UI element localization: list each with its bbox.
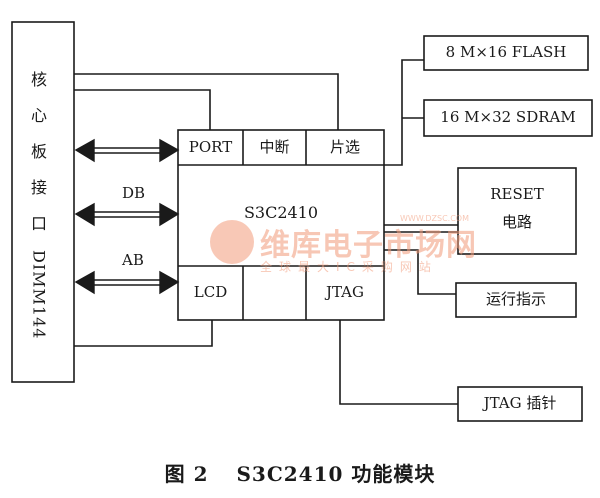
dimm-char-1: 核 [30, 70, 47, 89]
flash-box [423, 35, 589, 71]
watermark-title: 维库电子市场网 [260, 228, 477, 263]
reset-box [457, 167, 577, 255]
cpu-name: S3C2410 [243, 202, 319, 222]
cpu-interrupt-cell: 中断 [259, 137, 290, 156]
figure-title: S3C2410 功能模块 [236, 462, 436, 486]
dimm-interface-box [11, 21, 75, 383]
dimm-char-2: 心 [30, 106, 47, 125]
db-bus-label: DB [122, 184, 146, 202]
cpu-jtag-cell: JTAG [325, 283, 364, 302]
watermark-subtitle: 全球最大IC采购网站 [260, 260, 438, 274]
figure-number: 图 2 [164, 462, 209, 486]
flash-label: 8 M×16 FLASH [445, 43, 567, 62]
dimm-char-4: 接 [30, 178, 47, 197]
watermark-logo-icon [210, 220, 254, 264]
run-indicator-box [455, 282, 577, 318]
cpu-chip-select-cell: 片选 [329, 137, 360, 156]
watermark-url: WWW.DZSC.COM [400, 214, 469, 223]
cpu-lcd-cell: LCD [193, 283, 228, 302]
ab-bus-label: AB [122, 251, 144, 269]
reset-circuit-label: 电路 [501, 213, 532, 232]
figure-caption: 图 2 S3C2410 功能模块 [0, 458, 600, 487]
dimm144-label: DIMM144 [29, 250, 49, 340]
reset-label: RESET [490, 185, 544, 204]
dimm-interface-label: 核 心 板 接 口 DIMM144 [24, 66, 54, 366]
watermark: WWW.DZSC.COM 维库电子市场网 全球最大IC采购网站 [210, 214, 500, 286]
cpu-port-cell: PORT [188, 137, 233, 156]
sdram-label: 16 M×32 SDRAM [440, 108, 576, 127]
dimm-char-5: 口 [30, 214, 47, 233]
run-indicator-label: 运行指示 [485, 290, 546, 309]
dimm-char-3: 板 [30, 142, 47, 161]
jtag-header-label: JTAG 插针 [483, 394, 557, 413]
